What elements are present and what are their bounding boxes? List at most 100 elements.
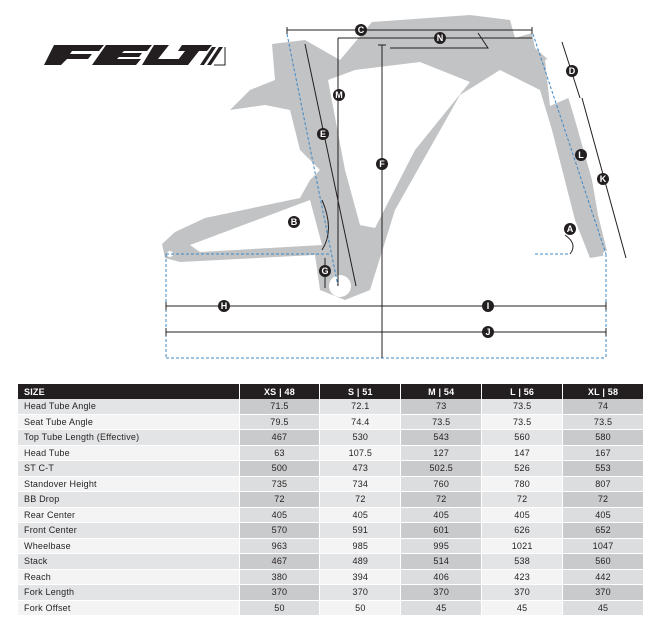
measurement-name: Rear Center <box>18 507 240 523</box>
measurement-value: 370 <box>239 584 321 601</box>
marker-f: F <box>376 158 388 170</box>
measurement-value: 1047 <box>562 538 644 554</box>
measurement-value: 147 <box>481 445 564 461</box>
size-header-s: S | 51 <box>319 384 402 399</box>
measurement-value: 405 <box>319 507 402 523</box>
geometry-table: SIZE XS | 48 S | 51 M | 54 L | 56 XL | 5… <box>18 384 644 616</box>
measurement-value: 760 <box>400 476 483 492</box>
svg-text:J: J <box>485 327 490 337</box>
measurement-value: 72 <box>400 491 483 508</box>
rear-axle <box>167 251 173 257</box>
svg-text:B: B <box>291 217 298 227</box>
measurement-value: 807 <box>562 476 644 492</box>
measurement-value: 1021 <box>481 538 564 554</box>
svg-text:D: D <box>569 66 576 76</box>
svg-text:A: A <box>567 224 574 234</box>
svg-text:F: F <box>379 159 385 169</box>
measurement-value: 370 <box>562 584 644 601</box>
measurement-value: 63 <box>239 445 321 461</box>
measurement-name: Head Tube <box>18 445 240 461</box>
measurement-value: 73 <box>400 399 483 415</box>
measurement-value: 652 <box>562 522 644 539</box>
measurement-value: 79.5 <box>239 414 321 430</box>
measurement-value: 442 <box>562 569 644 585</box>
measurement-value: 601 <box>400 522 483 539</box>
measurement-value: 530 <box>319 429 402 446</box>
size-header-m: M | 54 <box>400 384 483 399</box>
svg-text:G: G <box>321 266 328 276</box>
measurement-value: 995 <box>400 538 483 554</box>
measurement-value: 580 <box>562 429 644 446</box>
measurement-value: 107.5 <box>319 445 402 461</box>
measurement-value: 543 <box>400 429 483 446</box>
measurement-value: 127 <box>400 445 483 461</box>
measurement-value: 406 <box>400 569 483 585</box>
marker-d: D <box>566 65 578 77</box>
size-header-xs: XS | 48 <box>239 384 321 399</box>
measurement-value: 500 <box>239 460 321 477</box>
svg-text:K: K <box>600 174 607 184</box>
measurement-value: 538 <box>481 553 564 570</box>
measurement-name: Standover Height <box>18 476 240 492</box>
measurement-value: 473 <box>319 460 402 477</box>
measurement-value: 50 <box>319 600 402 616</box>
marker-l: L <box>575 149 587 161</box>
measurement-value: 591 <box>319 522 402 539</box>
measurement-value: 560 <box>562 553 644 570</box>
measurement-value: 50 <box>239 600 321 616</box>
measurement-value: 45 <box>562 600 644 616</box>
measurement-value: 467 <box>239 553 321 570</box>
size-header-l: L | 56 <box>481 384 564 399</box>
measurement-value: 72 <box>239 491 321 508</box>
measurement-value: 560 <box>481 429 564 446</box>
measurement-value: 405 <box>239 507 321 523</box>
marker-j: J <box>482 326 494 338</box>
measurement-value: 74 <box>562 399 644 415</box>
measurement-value: 734 <box>319 476 402 492</box>
geometry-header-row: SIZE XS | 48 S | 51 M | 54 L | 56 XL | 5… <box>18 384 644 399</box>
measurement-name: Stack <box>18 553 240 570</box>
felt-logo <box>44 45 226 66</box>
dimension-lines <box>165 27 627 358</box>
frame-geometry-diagram: A B C D E F G H I J K L M N <box>162 15 627 359</box>
measurement-value: 626 <box>481 522 564 539</box>
measurement-name: Head Tube Angle <box>18 399 240 415</box>
svg-text:H: H <box>221 301 228 311</box>
measurement-name: ST C-T <box>18 460 240 477</box>
measurement-value: 167 <box>562 445 644 461</box>
measurement-value: 72 <box>319 491 402 508</box>
svg-text:N: N <box>437 33 444 43</box>
measurement-value: 963 <box>239 538 321 554</box>
marker-h: H <box>218 300 230 312</box>
size-column-header: SIZE <box>18 384 240 399</box>
felt-wordmark <box>44 45 226 66</box>
measurement-value: 985 <box>319 538 402 554</box>
measurement-value: 72.1 <box>319 399 402 415</box>
measurement-value: 405 <box>562 507 644 523</box>
measurement-name: Fork Length <box>18 584 240 601</box>
svg-text:M: M <box>335 90 343 100</box>
marker-i: I <box>482 300 494 312</box>
size-header-xl: XL | 58 <box>562 384 644 399</box>
svg-text:E: E <box>320 129 326 139</box>
measurement-value: 405 <box>400 507 483 523</box>
svg-text:L: L <box>578 150 584 160</box>
svg-text:C: C <box>358 25 365 35</box>
measurement-value: 514 <box>400 553 483 570</box>
marker-a: A <box>564 223 576 235</box>
measurement-value: 73.5 <box>481 399 564 415</box>
bottom-bracket <box>329 275 351 297</box>
measurement-value: 735 <box>239 476 321 492</box>
measurement-value: 370 <box>400 584 483 601</box>
measurement-value: 467 <box>239 429 321 446</box>
